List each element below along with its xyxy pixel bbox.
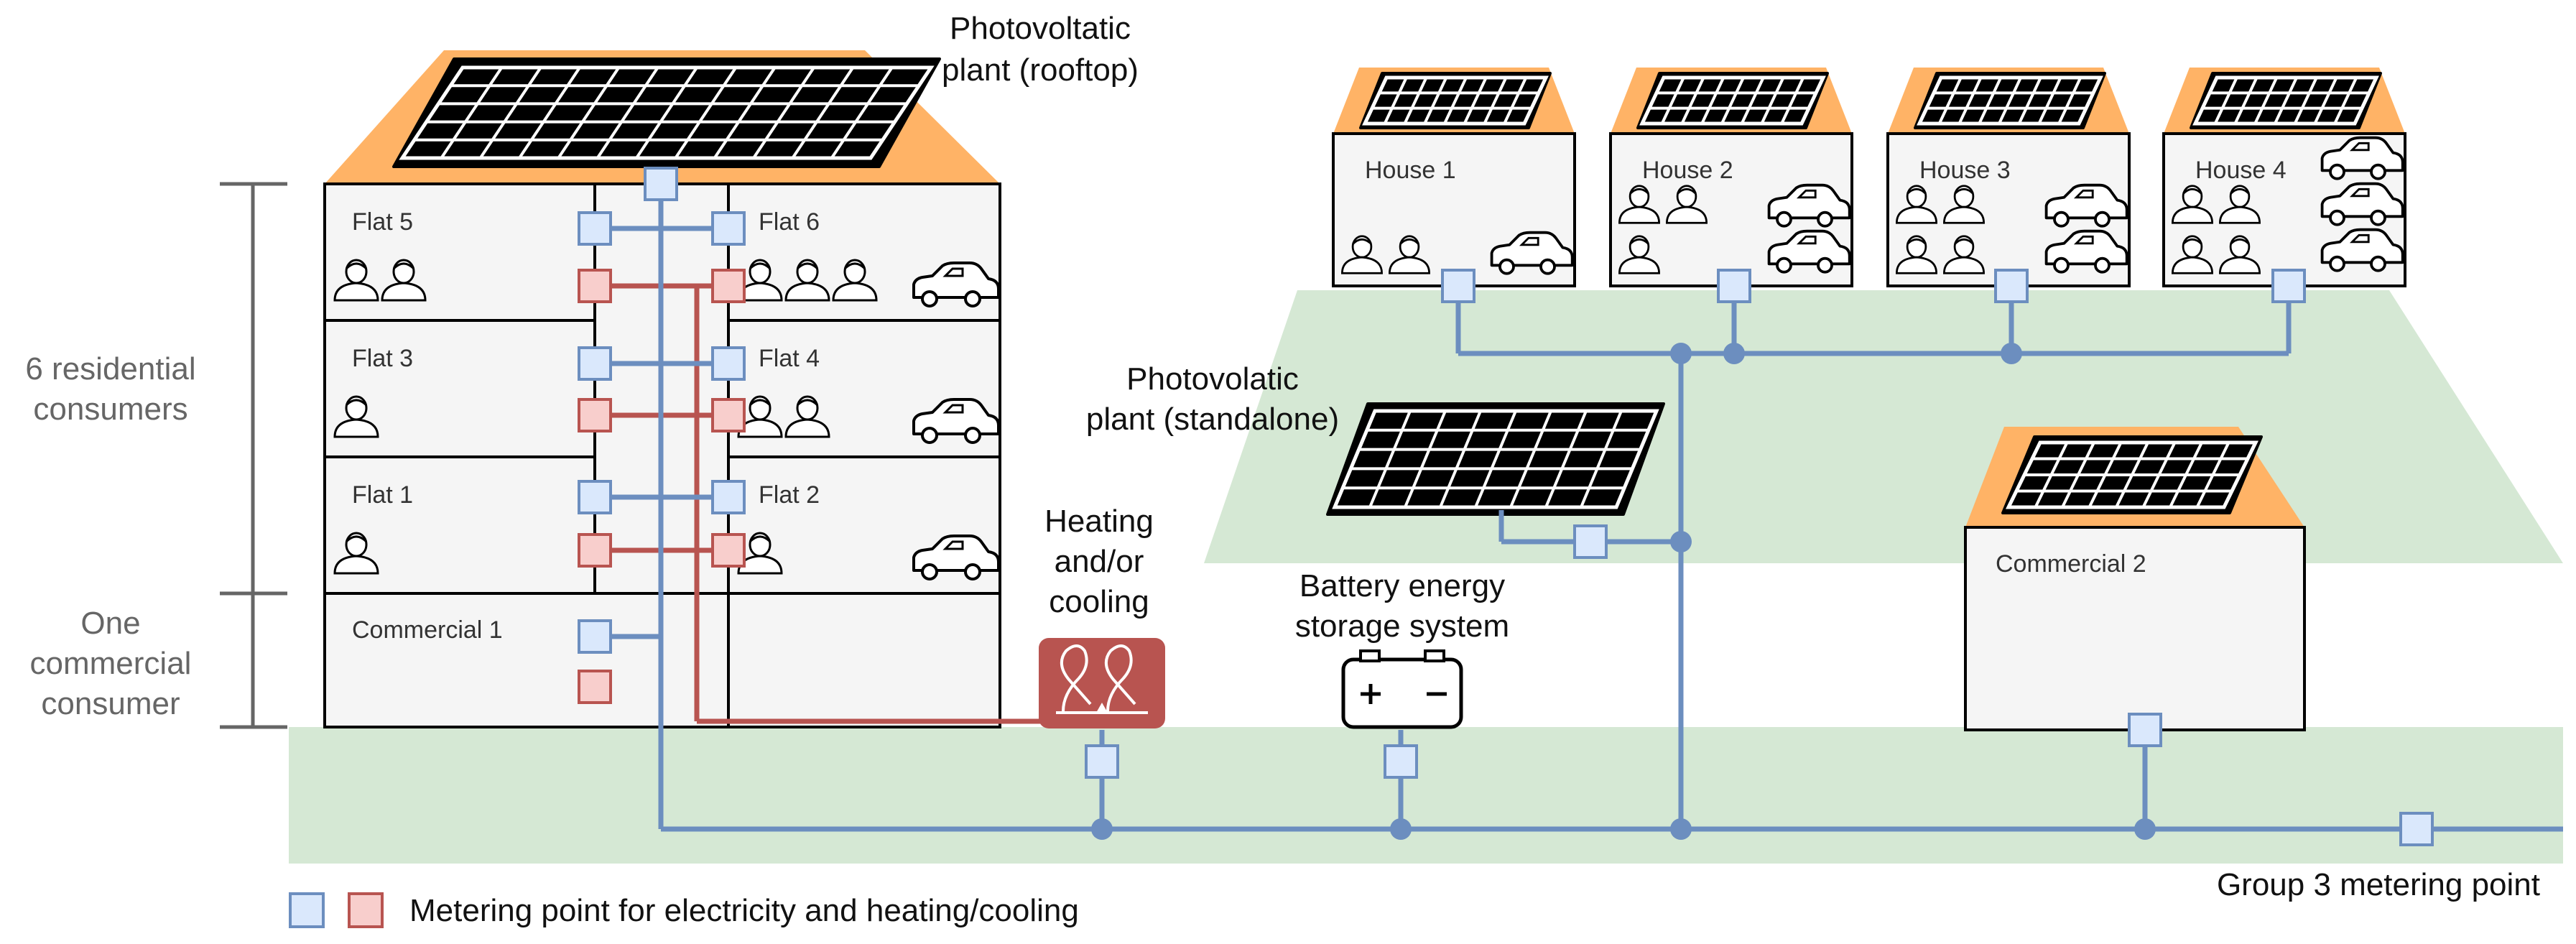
unit-label-flat-5: Flat 5 — [352, 208, 413, 236]
house-3: House 3 — [1886, 68, 2131, 287]
junction-dot — [1091, 818, 1113, 840]
legend-heat-meter — [348, 892, 384, 928]
svg-text:6 residential: 6 residential — [25, 351, 195, 387]
rooftop-pv — [325, 50, 1000, 184]
svg-text:commercial: commercial — [30, 646, 192, 681]
standalone-solar-panel — [1326, 402, 1665, 516]
house-1: House 1 — [1332, 68, 1576, 287]
commercial-2-solar-panel — [2001, 435, 2263, 514]
svg-text:storage system: storage system — [1295, 608, 1509, 644]
junction-dot — [1670, 818, 1692, 840]
electric-meter — [1994, 269, 2029, 303]
group-meter-label: Group 3 metering point — [2217, 867, 2540, 902]
heating-label: Heating and/or cooling — [1044, 504, 1154, 619]
junction-dot — [1670, 531, 1692, 552]
heat-meter — [711, 398, 746, 432]
heat-meter — [578, 670, 612, 704]
unit-label-commercial-1: Commercial 1 — [352, 616, 503, 644]
electric-meter — [578, 480, 612, 514]
house-label: House 2 — [1642, 157, 1733, 184]
junction-dot — [1723, 343, 1745, 364]
electric-meter — [1085, 744, 1119, 779]
electric-meter — [711, 211, 746, 246]
svg-text:plant (standalone): plant (standalone) — [1086, 402, 1339, 437]
houses: House 1 House 2 House 3 House 4 — [1332, 68, 2406, 287]
unit-label-flat-6: Flat 6 — [759, 208, 820, 236]
junction-dot — [1390, 818, 1412, 840]
legend-electric-meter — [289, 892, 325, 928]
residential-bracket: 6 residential consumers — [25, 182, 287, 729]
electric-meter — [578, 346, 612, 381]
electric-meter — [2271, 269, 2306, 303]
heat-meter — [578, 269, 612, 303]
house-label: House 1 — [1365, 157, 1456, 184]
house-2: House 2 — [1609, 68, 1853, 287]
battery-label: Battery energy storage system — [1295, 568, 1509, 644]
svg-text:Photovolatic: Photovolatic — [1126, 361, 1299, 397]
rooftop-pv-label: Photovoltatic plant (rooftop) — [942, 11, 1139, 88]
svg-text:One: One — [80, 606, 140, 641]
heat-meter — [711, 533, 746, 568]
electric-meter — [578, 619, 612, 654]
electric-meter — [1441, 269, 1475, 303]
battery-icon — [1341, 649, 1463, 729]
junction-dot — [1670, 343, 1692, 364]
house-label: House 3 — [1919, 157, 2011, 184]
svg-text:Battery energy: Battery energy — [1299, 568, 1505, 603]
unit-label-flat-2: Flat 2 — [759, 481, 820, 509]
metering-points — [578, 167, 2434, 846]
electric-meter — [711, 346, 746, 381]
electric-meter — [1384, 744, 1418, 779]
junction-dot — [2134, 818, 2156, 840]
commercial-2-label: Commercial 2 — [1996, 550, 2146, 578]
heat-meter — [578, 398, 612, 432]
svg-text:cooling: cooling — [1049, 584, 1149, 619]
electric-meter — [2399, 812, 2434, 846]
svg-text:consumer: consumer — [41, 686, 180, 721]
svg-text:and/or: and/or — [1055, 544, 1144, 579]
electric-meter — [711, 480, 746, 514]
lower-green-zone — [289, 727, 2563, 864]
electric-meter — [578, 211, 612, 246]
commercial-bracket: One commercial consumer — [30, 606, 192, 721]
legend: Metering point for electricity and heati… — [289, 892, 1079, 928]
standalone-pv-label: Photovolatic plant (standalone) — [1086, 361, 1339, 437]
unit-label-flat-4: Flat 4 — [759, 345, 820, 372]
house-4: House 4 — [2162, 68, 2406, 287]
rooftop-solar-panel — [392, 57, 941, 168]
electric-meter — [1573, 524, 1608, 559]
svg-text:Heating: Heating — [1044, 504, 1154, 539]
unit-label-flat-1: Flat 1 — [352, 481, 413, 509]
electric-meter — [644, 167, 678, 201]
svg-text:plant (rooftop): plant (rooftop) — [942, 52, 1139, 88]
heat-meter — [578, 533, 612, 568]
building-units: Flat 5 Flat 6 Flat 3 Flat 4 Flat 1 Flat … — [333, 208, 1000, 644]
heat-meter — [711, 269, 746, 303]
legend-label: Metering point for electricity and heati… — [409, 893, 1079, 928]
house-label: House 4 — [2195, 157, 2287, 184]
commercial-2-building: Commercial 2 — [1964, 427, 2306, 731]
svg-text:Photovoltatic: Photovoltatic — [950, 11, 1131, 46]
svg-text:consumers: consumers — [33, 392, 187, 427]
junction-dot — [2001, 343, 2022, 364]
heating-unit — [1039, 638, 1165, 728]
junctions — [1091, 343, 2156, 840]
electric-meter — [1717, 269, 1751, 303]
unit-label-flat-3: Flat 3 — [352, 345, 413, 372]
electric-meter — [2128, 713, 2162, 747]
